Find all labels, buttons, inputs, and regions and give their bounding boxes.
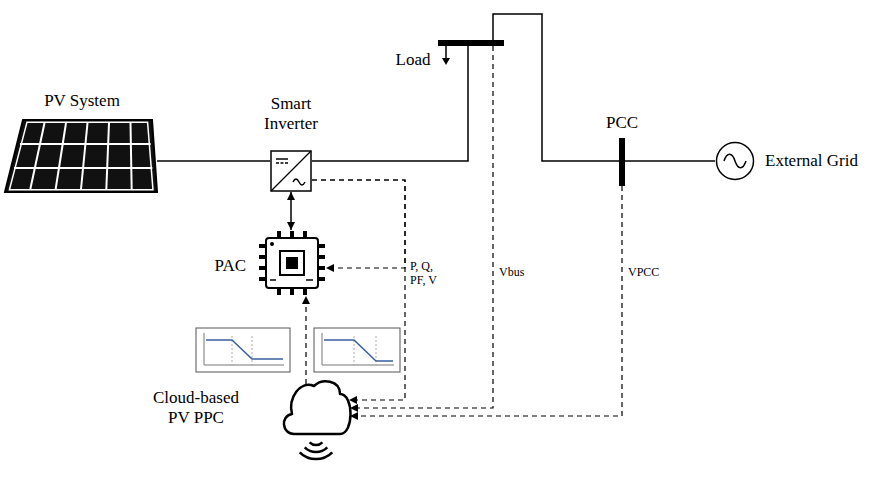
signal-line (305, 296, 306, 384)
node-label: Cloud-based PV PPC (146, 388, 246, 427)
power-line (312, 46, 468, 161)
chip-core (280, 251, 304, 275)
dc-symbol (276, 162, 288, 164)
signal-line (350, 186, 622, 416)
panel-cell-line (30, 123, 44, 189)
cloud-controller: Cloud-based PV PPC (280, 378, 351, 436)
node-label: Smart Inverter (249, 94, 334, 133)
thumbnail-guide (252, 336, 253, 365)
chip-pin (290, 231, 294, 238)
chip-pin (290, 288, 294, 295)
panel-inner-border (9, 122, 153, 190)
chip-pin (259, 255, 266, 259)
solar-panel-outline (5, 118, 157, 194)
controller-chip-outline (258, 230, 326, 296)
chip-pin (318, 266, 325, 270)
sine-symbol (724, 154, 746, 168)
node-label: PAC (214, 256, 246, 276)
signal-line (312, 180, 405, 400)
chip-pin (303, 288, 307, 295)
volt-var-thumbnail (196, 328, 290, 372)
wireless-arc (305, 447, 328, 452)
chip-trace (306, 279, 313, 281)
solar-panel: PV System (5, 118, 157, 194)
signal-label: VPCC (628, 265, 659, 279)
thumbnail-frame (196, 328, 290, 372)
signal-line (312, 180, 405, 268)
inverter-diagonal (271, 151, 311, 191)
power-line (290, 192, 292, 230)
chip-trace (270, 279, 276, 281)
panel-frame (5, 120, 157, 192)
dc-symbol (276, 158, 288, 160)
thumbnail-curve (324, 340, 393, 361)
ac-symbol (293, 179, 305, 185)
inverter-box (271, 151, 311, 191)
inverter-symbol: Smart Inverter (270, 150, 312, 192)
chip-die (286, 257, 298, 269)
node-label: PCC (606, 113, 638, 133)
grid-circle (717, 143, 754, 180)
power-line (157, 160, 270, 162)
panel-cell-line (131, 123, 132, 189)
chip-pin (259, 244, 266, 248)
node-label: PV System (44, 91, 120, 111)
signal-label: Vbus (499, 265, 524, 279)
chip-pin (259, 277, 266, 281)
chip-pin (318, 277, 325, 281)
controller-chip: PAC (258, 230, 326, 296)
thumbnail-axis (204, 365, 284, 366)
panel-cell-line (14, 167, 152, 169)
grid-source-outline (715, 141, 755, 181)
load-arrow-head (442, 58, 450, 65)
chip-pin (318, 255, 325, 259)
thumbnail-axis (204, 333, 205, 365)
load-bus: Load (438, 40, 504, 46)
chip-body (266, 238, 318, 288)
grid-source: External Grid (715, 141, 755, 181)
power-line (493, 14, 619, 161)
chip-pin (318, 244, 325, 248)
wireless-arc (300, 452, 333, 459)
panel-cell-line (106, 123, 109, 189)
signal-label: P, Q, PF, V (410, 259, 450, 288)
node-label: Load (396, 50, 431, 70)
pcc-bus: PCC (619, 138, 625, 186)
panel-cell-line (20, 143, 151, 145)
cloud-controller-outline (280, 378, 351, 436)
chip-pin (277, 288, 281, 295)
load-arrow (442, 46, 450, 65)
chip-pin (277, 231, 281, 238)
chip-pin (303, 231, 307, 238)
wireless-arc (310, 442, 323, 445)
thumbnail-curve (206, 340, 283, 359)
chip-dot (270, 242, 274, 246)
load-arrow-line (445, 46, 447, 59)
wireless-symbol (300, 442, 333, 459)
thumbnail-axis (322, 365, 394, 366)
power-line (625, 160, 715, 162)
cloud-outline (284, 381, 351, 434)
inverter-symbol-outline (270, 150, 312, 192)
volt-watt-thumbnail (314, 328, 400, 372)
signal-line (350, 46, 493, 408)
panel-cell-line (81, 123, 88, 189)
node-label: External Grid (765, 151, 858, 171)
thumbnail-axis (322, 333, 323, 365)
chip-pin (259, 266, 266, 270)
panel-cell-line (56, 123, 66, 189)
thumbnail-frame (314, 328, 400, 372)
